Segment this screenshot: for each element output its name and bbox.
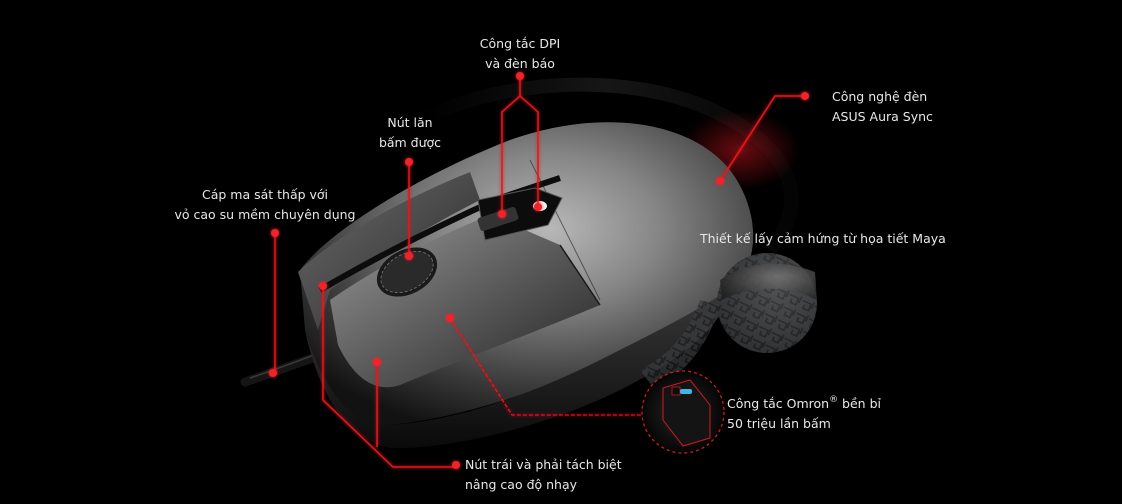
- callout-dots: [269, 72, 809, 469]
- callout-aura-line1: Công nghệ đèn: [832, 89, 928, 104]
- switch-icon: [662, 379, 711, 447]
- callout-maya-line1: Thiết kế lấy cảm hứng từ họa tiết Maya: [700, 231, 946, 246]
- callout-dpi: Công tắc DPI và đèn báo: [460, 34, 580, 74]
- callout-wheel-line1: Nút lăn: [387, 115, 433, 130]
- callout-buttons-line2: nâng cao độ nhạy: [465, 477, 578, 492]
- callout-wheel: Nút lăn bấm được: [350, 113, 470, 153]
- callout-omron-line1: Công tắc Omron® bền bỉ: [727, 395, 881, 412]
- callout-lines: [274, 76, 805, 468]
- callout-dpi-line1: Công tắc DPI: [479, 36, 561, 51]
- callout-buttons: Nút trái và phải tách biệt nâng cao độ n…: [465, 455, 622, 495]
- callout-cable: Cáp ma sát thấp với vỏ cao su mềm chuyên…: [160, 185, 370, 225]
- registered-mark: ®: [829, 395, 839, 405]
- callout-aura: Công nghệ đèn ASUS Aura Sync: [832, 87, 933, 127]
- callout-omron-line2: 50 triệu lần bấm: [727, 416, 831, 431]
- callout-maya: Thiết kế lấy cảm hứng từ họa tiết Maya: [700, 229, 946, 249]
- callout-aura-line2: ASUS Aura Sync: [832, 109, 933, 124]
- callout-wheel-line2: bấm được: [378, 135, 442, 150]
- callout-omron: Công tắc Omron® bền bỉ 50 triệu lần bấm: [727, 394, 881, 434]
- callout-buttons-line1: Nút trái và phải tách biệt: [465, 457, 622, 472]
- callout-dpi-line2: và đèn báo: [485, 56, 555, 71]
- callout-cable-line2: vỏ cao su mềm chuyên dụng: [174, 207, 356, 222]
- callout-cable-line1: Cáp ma sát thấp với: [201, 187, 329, 202]
